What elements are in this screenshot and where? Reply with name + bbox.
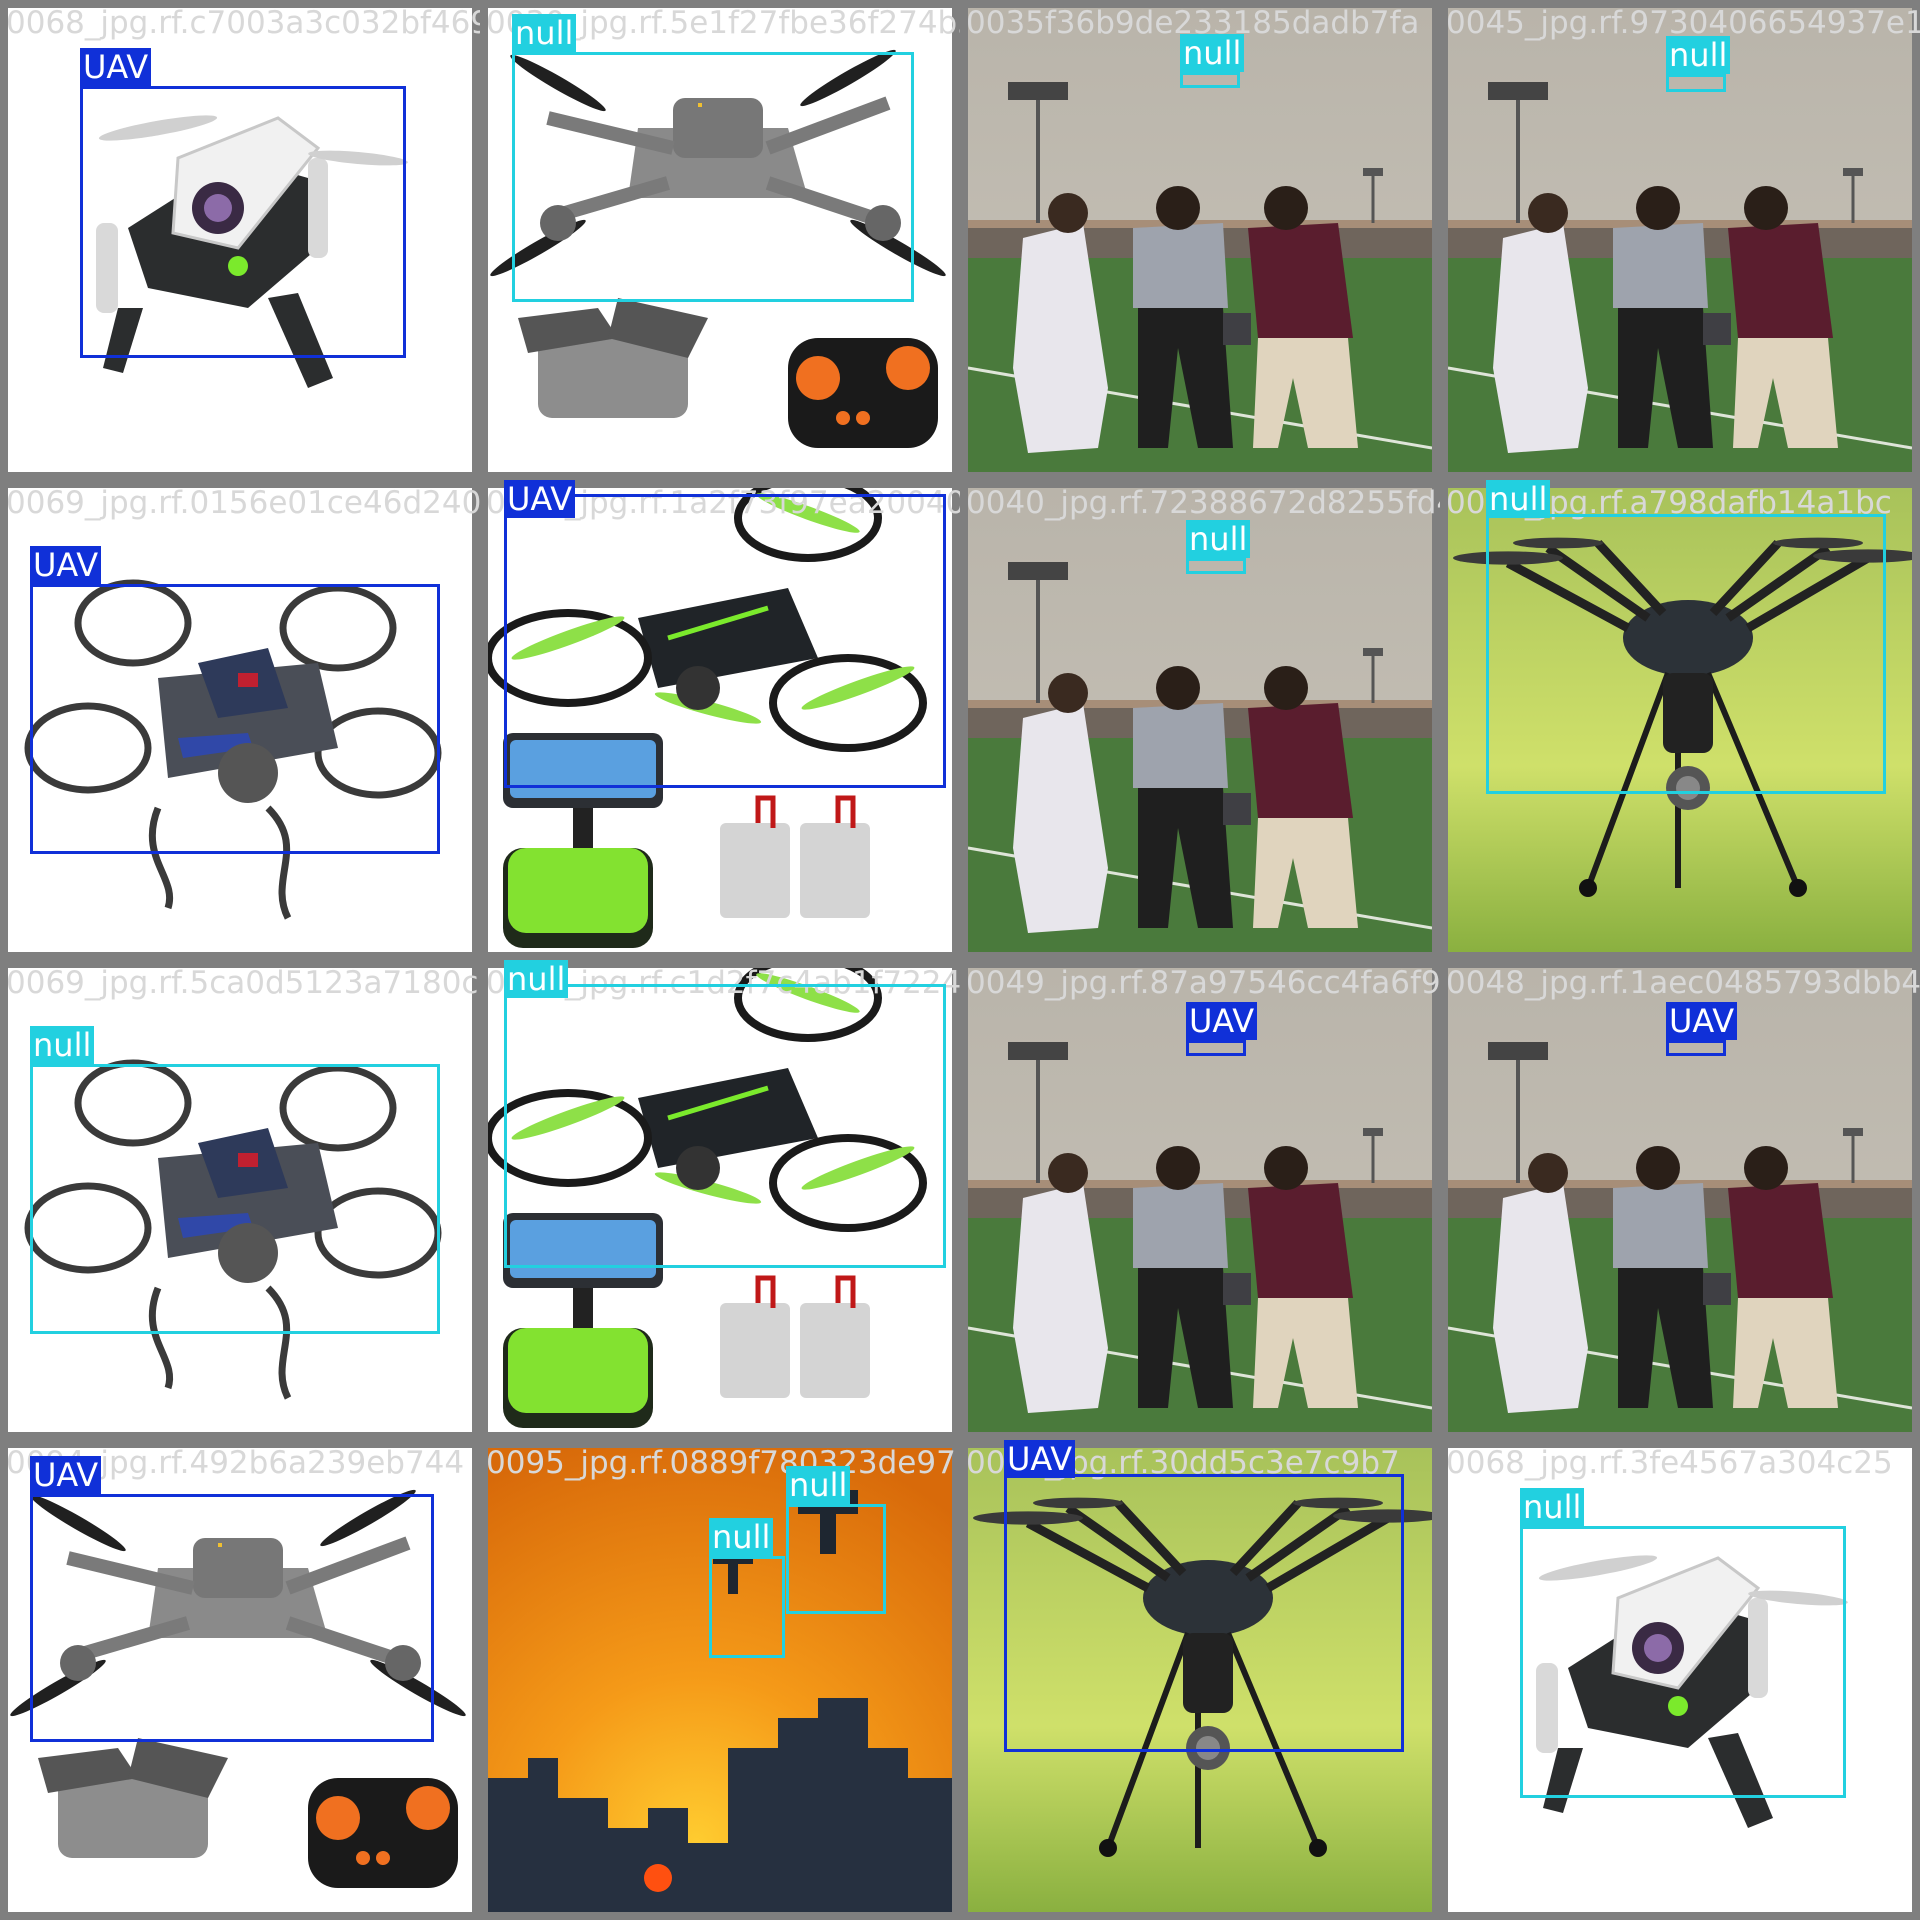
tile-filename: 0068_jpg.rf.3fe4567a304c25 (1446, 1445, 1893, 1481)
bounding-box (1666, 1040, 1726, 1056)
field-people-image (968, 488, 1432, 952)
tile-photo (488, 968, 952, 1432)
tile-photo (1448, 488, 1912, 952)
bounding-box (1486, 514, 1886, 794)
bounding-box (709, 1556, 785, 1658)
class-label: UAV (30, 546, 102, 584)
tile-filename: 0045_jpg.rf.9730406654937e1a (1446, 5, 1920, 41)
tile-photo (8, 968, 472, 1432)
class-label: UAV (1666, 1002, 1738, 1040)
bounding-box (504, 984, 946, 1268)
tile-photo (488, 488, 952, 952)
class-label: UAV (80, 48, 152, 86)
class-label: null (786, 1466, 851, 1504)
bounding-box (30, 1494, 434, 1742)
drone-hex-green-image (968, 1448, 1432, 1912)
drone-grey-product-image (488, 8, 952, 472)
field-people-image (968, 968, 1432, 1432)
bounding-box (786, 1504, 886, 1614)
tile-filename: 0049_jpg.rf.87a97546cc4fa6f9 (966, 965, 1440, 1001)
bounding-box (30, 584, 440, 854)
class-label: null (1666, 36, 1731, 74)
field-people-image (1448, 968, 1912, 1432)
class-label: UAV (1004, 1440, 1076, 1478)
tile-filename: 0069_jpg.rf.5ca0d5123a7180c (6, 965, 479, 1001)
image-tile: 0069_jpg.rf.0156e01ce46d240da0UAV (0, 480, 480, 960)
bounding-box (512, 52, 914, 302)
tile-photo (1448, 968, 1912, 1432)
tile-filename: 0069_jpg.rf.0156e01ce46d240da0 (6, 485, 480, 521)
class-label: null (1180, 34, 1245, 72)
drone-grey-product-image (8, 1448, 472, 1912)
class-label: null (1520, 1488, 1585, 1526)
bounding-box (1180, 72, 1240, 88)
class-label: UAV (504, 480, 576, 518)
class-label: null (1486, 480, 1551, 518)
tile-filename: 0048_jpg.rf.1aec0485793dbb4 (1446, 965, 1920, 1001)
class-label: null (1186, 520, 1251, 558)
tile-photo (8, 1448, 472, 1912)
field-people-image (1448, 8, 1912, 472)
class-label: null (504, 960, 569, 998)
class-label: null (30, 1026, 95, 1064)
bounding-box (80, 86, 406, 358)
drone-guarded-image (8, 968, 472, 1432)
class-label: null (512, 14, 577, 52)
bounding-box (30, 1064, 440, 1334)
tile-photo (8, 8, 472, 472)
tile-photo (968, 1448, 1432, 1912)
image-tile: 0068_jpg.rf.c7003a3c032bf4692b82ea75a271… (0, 0, 480, 480)
class-label: UAV (1186, 1002, 1258, 1040)
drone-green-kit-image (488, 968, 952, 1432)
tile-photo (968, 968, 1432, 1432)
tile-photo (968, 488, 1432, 952)
drone-white-image (8, 8, 472, 472)
bounding-box (1666, 74, 1726, 92)
tile-photo (1448, 8, 1912, 472)
drone-green-kit-image (488, 488, 952, 952)
tile-photo (488, 8, 952, 472)
tile-filename: 0040_jpg.rf.72388672d8255fd4 (966, 485, 1440, 521)
bounding-box (1186, 558, 1246, 574)
drone-hex-green-image (1448, 488, 1912, 952)
bounding-box (504, 494, 946, 788)
bounding-box (1186, 1040, 1246, 1056)
class-label: UAV (30, 1456, 102, 1494)
bounding-box (1520, 1526, 1846, 1798)
bounding-box (1004, 1474, 1404, 1752)
tile-filename: 0095_jpg.rf.0889f780323de97 (486, 1445, 956, 1481)
class-label: null (709, 1518, 774, 1556)
tile-filename: 0068_jpg.rf.c7003a3c032bf4692b82ea75a271… (6, 5, 480, 41)
